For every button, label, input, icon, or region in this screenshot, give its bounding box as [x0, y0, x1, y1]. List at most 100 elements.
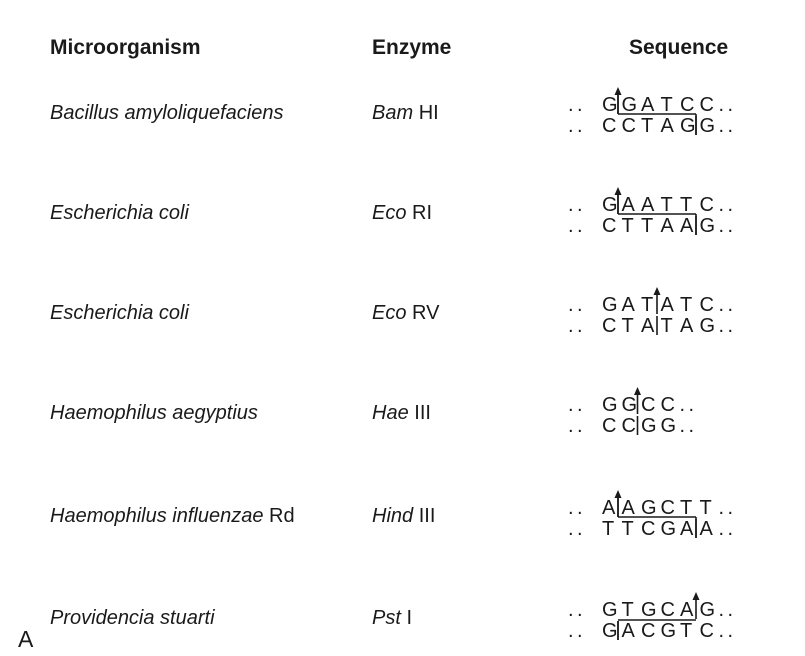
strand-dot: . [577, 599, 583, 621]
strand-dot: . [577, 518, 583, 540]
nucleotide: G [680, 115, 696, 137]
enzyme-name: Hae III [372, 402, 431, 425]
strand-dot: . [728, 115, 734, 137]
nucleotide: G [700, 215, 716, 237]
nucleotide: A [661, 215, 675, 237]
strand-dot: . [577, 194, 583, 216]
nucleotide: G [661, 620, 677, 642]
nucleotide: A [622, 620, 636, 642]
nucleotide: A [700, 518, 714, 540]
strand-dot: . [568, 94, 574, 116]
enzyme-name: Pst I [372, 607, 412, 630]
strand-dot: . [728, 599, 734, 621]
strand-dot: . [728, 94, 734, 116]
strand-dot: . [577, 94, 583, 116]
enzyme-italic: Hind [372, 505, 414, 527]
nucleotide: A [602, 497, 616, 519]
enzyme-name: Eco RV [372, 302, 439, 325]
nucleotide: G [641, 599, 657, 621]
strand-dot: . [568, 415, 574, 437]
strand-dot: . [728, 294, 734, 316]
nucleotide: A [661, 294, 675, 316]
strand-dot: . [568, 294, 574, 316]
nucleotide: T [622, 215, 634, 237]
enzyme-roman: III [418, 505, 436, 527]
nucleotide: A [661, 115, 675, 137]
strand-dot: . [568, 215, 574, 237]
nucleotide: C [661, 497, 675, 519]
nucleotide: T [680, 497, 692, 519]
nucleotide: T [622, 315, 634, 337]
nucleotide: C [661, 599, 675, 621]
nucleotide: G [641, 415, 657, 437]
nucleotide: T [680, 194, 692, 216]
organism-italic: Providencia stuarti [50, 607, 215, 629]
strand-dot: . [568, 518, 574, 540]
nucleotide: G [602, 194, 618, 216]
enzyme-italic: Pst [372, 607, 401, 629]
nucleotide: G [622, 94, 638, 116]
strand-dot: . [577, 315, 583, 337]
organism-italic: Escherichia coli [50, 302, 189, 324]
cut-arrowhead [614, 187, 622, 195]
nucleotide: C [622, 115, 636, 137]
strand-dot: . [568, 115, 574, 137]
nucleotide: T [622, 518, 634, 540]
nucleotide: G [602, 620, 618, 642]
strand-dot: . [577, 115, 583, 137]
enzyme-italic: Hae [372, 402, 409, 424]
nucleotide: C [700, 94, 714, 116]
organism-italic: Escherichia coli [50, 202, 189, 224]
strand-dot: . [719, 94, 725, 116]
nucleotide: C [641, 518, 655, 540]
nucleotide: T [622, 599, 634, 621]
strand-dot: . [719, 215, 725, 237]
nucleotide: T [680, 294, 692, 316]
cut-arrowhead [653, 287, 661, 295]
nucleotide: G [641, 497, 657, 519]
nucleotide: A [680, 599, 694, 621]
enzyme-roman: HI [418, 102, 439, 124]
nucleotide: A [680, 315, 694, 337]
organism-strain: Rd [269, 505, 295, 527]
strand-dot: . [568, 620, 574, 642]
organism-italic: Bacillus amyloliquefaciens [50, 102, 284, 124]
strand-dot: . [689, 394, 695, 416]
nucleotide: A [680, 518, 694, 540]
enzyme-roman: I [406, 607, 413, 629]
enzyme-roman: III [414, 402, 431, 424]
organism-name: Escherichia coli [50, 202, 189, 225]
strand-dot: . [577, 415, 583, 437]
cut-arrowhead [614, 490, 622, 498]
nucleotide: G [602, 394, 618, 416]
nucleotide: A [622, 294, 636, 316]
header-microorganism: Microorganism [50, 36, 201, 59]
cut-arrowhead [634, 387, 641, 395]
nucleotide: T [661, 315, 673, 337]
nucleotide: C [602, 315, 616, 337]
nucleotide: G [700, 315, 716, 337]
nucleotide: T [680, 620, 692, 642]
nucleotide: A [641, 194, 655, 216]
strand-dot: . [577, 294, 583, 316]
strand-dot: . [728, 194, 734, 216]
nucleotide: T [661, 94, 673, 116]
enzyme-name: Hind III [372, 505, 435, 528]
